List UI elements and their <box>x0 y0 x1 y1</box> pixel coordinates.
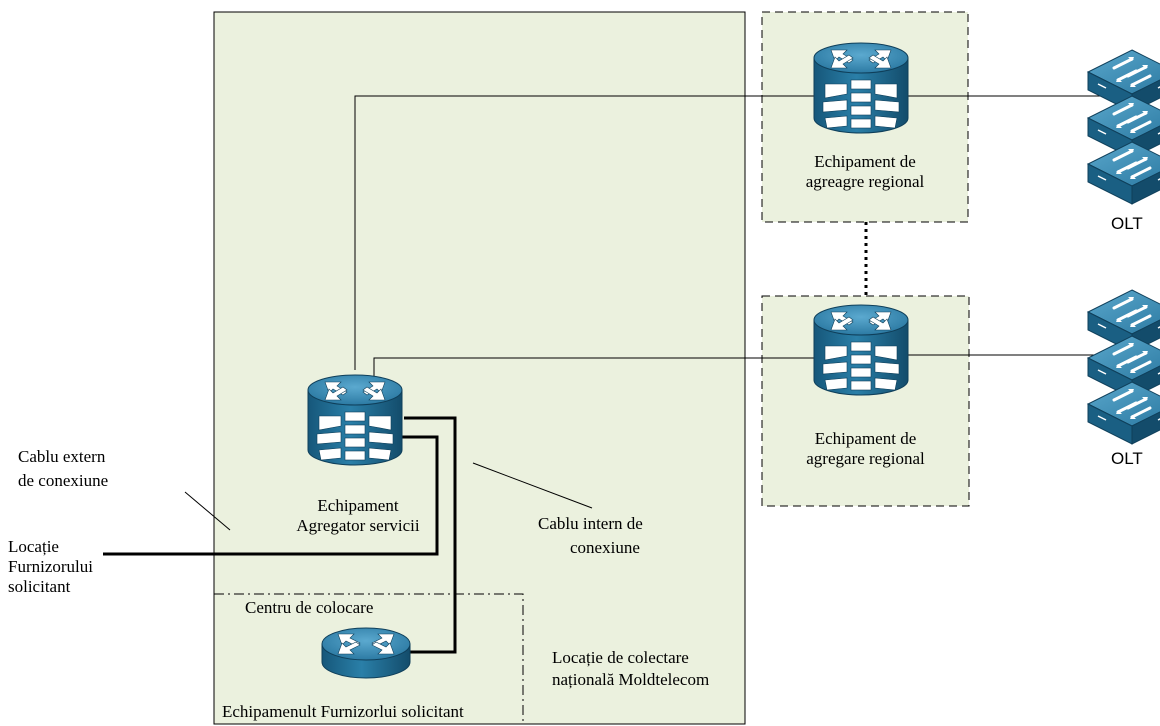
external-cable-label-line2: de conexiune <box>18 471 109 490</box>
aggregator-switch-icon <box>307 374 403 466</box>
national-location-label-line2: națională Moldtelecom <box>552 670 710 689</box>
link-aggregator-regional-top <box>354 95 818 370</box>
regional-top-label-line2: agreagre regional <box>805 172 925 191</box>
connection-lines <box>103 95 1116 654</box>
link-aggregator-regional-bottom <box>373 357 818 380</box>
aggregator-label: Echipament Agregator servicii <box>268 496 448 536</box>
internal-cable <box>404 416 457 654</box>
internal-cable-label-line2: conexiune <box>570 538 640 557</box>
olt-stack-top-icon <box>1086 48 1160 206</box>
provider-equipment-label: Echipamenult Furnizorlui solicitant <box>222 702 464 721</box>
external-cable-label: Cablu extern de conexiune <box>18 447 108 491</box>
external-cable <box>103 435 439 556</box>
olt-top-label: OLT <box>1111 214 1143 233</box>
olt-bottom-label: OLT <box>1111 449 1143 468</box>
provider-location-label: Locație Furnizorului solicitant <box>8 537 93 597</box>
regional-top-label-line1: Echipament de <box>814 152 916 171</box>
regional-bottom-label: Echipament de agregare regional <box>762 429 969 469</box>
national-location-label: Locație de colectare națională Moldtelec… <box>552 648 709 690</box>
provider-router-icon <box>321 627 411 679</box>
internal-cable-label-line1: Cablu intern de <box>538 514 643 533</box>
colocation-center-label: Centru de colocare <box>245 598 374 617</box>
internal-cable-pointer <box>472 462 593 509</box>
colocation-zone <box>213 593 524 725</box>
external-cable-pointer <box>184 491 231 531</box>
regional-top-label: Echipament de agreagre regional <box>762 152 968 192</box>
provider-location-label-line2: Furnizorului <box>8 557 93 576</box>
aggregator-label-line1: Echipament <box>317 496 399 515</box>
provider-location-label-line3: solicitant <box>8 577 71 596</box>
provider-location-label-line1: Locație <box>8 537 59 556</box>
external-cable-label-line1: Cablu extern <box>18 447 106 466</box>
national-collection-zone <box>213 11 746 725</box>
olt-stack-bottom-icon <box>1086 288 1160 446</box>
regional-bottom-label-line2: agregare regional <box>806 449 925 468</box>
regional-bottom-label-line1: Echipament de <box>814 429 917 448</box>
internal-cable-label: Cablu intern de conexiune <box>538 514 643 558</box>
national-location-label-line1: Locație de colectare <box>552 648 689 667</box>
regional-switch-bottom-icon <box>813 304 909 396</box>
regional-switch-top-icon <box>813 42 909 134</box>
aggregator-label-line2: Agregator servicii <box>296 516 420 535</box>
